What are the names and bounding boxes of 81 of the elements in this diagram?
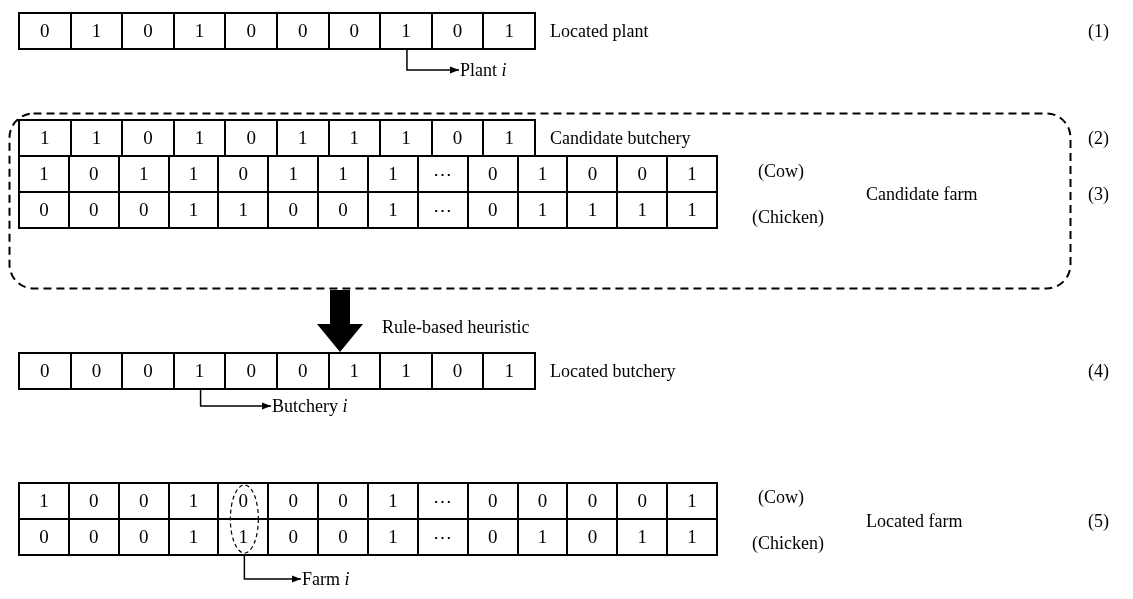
array-cell: ⋯	[418, 520, 469, 554]
array-cell-text: 1	[503, 359, 515, 383]
array-row	[18, 518, 718, 556]
array-cell: 1	[381, 354, 433, 388]
row-caption: (Chicken)	[752, 206, 824, 228]
array-cell: 1	[219, 193, 270, 227]
array-cell: 1	[369, 520, 419, 554]
row-caption: Located plant	[550, 20, 649, 42]
array-cell-text: 1	[686, 525, 698, 549]
array-cell: 0	[20, 193, 70, 227]
array-row	[18, 155, 718, 193]
pointer-arrow	[199, 389, 272, 410]
array-cell: 0	[468, 520, 519, 554]
array-cell-text: 1	[686, 489, 698, 513]
row-caption: (Cow)	[758, 160, 804, 182]
array-cell: 0	[329, 14, 382, 48]
array-cell: 1	[169, 193, 220, 227]
array-cell: 0	[432, 354, 485, 388]
array-cell: 0	[319, 193, 369, 227]
array-row	[18, 482, 718, 520]
array-cell: 0	[123, 14, 175, 48]
array-cell: 0	[71, 354, 124, 388]
array-cell: 1	[518, 193, 569, 227]
array-cell: 0	[69, 520, 120, 554]
array-cell: 1	[369, 193, 419, 227]
array-cell: 0	[20, 520, 70, 554]
pointer-label: Farm i	[302, 568, 350, 590]
pointer-label: Plant i	[460, 59, 507, 81]
array-cell: 1	[219, 520, 270, 554]
array-cell: 0	[20, 14, 72, 48]
array-cell: 1	[518, 520, 569, 554]
array-cell: 1	[329, 354, 382, 388]
row-caption: Candidate farm	[866, 183, 978, 205]
pointer-arrow	[243, 555, 302, 583]
pointer-arrow	[406, 49, 460, 74]
row-caption: (Chicken)	[752, 532, 824, 554]
row-caption: Located butchery	[550, 360, 676, 382]
array-cell: 0	[69, 193, 120, 227]
array-cell: 0	[277, 14, 330, 48]
array-cell: 0	[568, 520, 619, 554]
array-cell: 0	[119, 193, 170, 227]
array-cell: 0	[20, 354, 72, 388]
array-cell: 0	[269, 520, 320, 554]
array-cell: 1	[174, 14, 227, 48]
row-caption: Candidate butchery	[550, 127, 691, 149]
array-cell: 1	[169, 520, 220, 554]
array-cell-text: 1	[503, 19, 515, 43]
array-cell: 0	[277, 354, 330, 388]
edge-label: Rule-based heuristic	[382, 316, 530, 338]
row-caption: (5)	[1088, 510, 1109, 532]
row-caption: Located farm	[866, 510, 963, 532]
row-caption: (4)	[1088, 360, 1109, 382]
array-cell: 0	[226, 14, 278, 48]
array-row	[18, 119, 536, 157]
array-cell-text: 1	[503, 126, 515, 150]
array-cell: 0	[123, 354, 175, 388]
array-cell: 1	[618, 193, 669, 227]
row-caption: (2)	[1088, 127, 1109, 149]
array-row	[18, 12, 536, 50]
array-row	[18, 191, 718, 229]
array-cell: 0	[468, 193, 519, 227]
dashed-group-border	[8, 112, 1072, 290]
row-caption: (Cow)	[758, 486, 804, 508]
array-cell: 0	[226, 354, 278, 388]
array-cell: 0	[119, 520, 170, 554]
array-row	[18, 352, 536, 390]
row-caption: (3)	[1088, 183, 1109, 205]
row-caption: (1)	[1088, 20, 1109, 42]
array-cell: 1	[381, 14, 433, 48]
array-cell: 0	[269, 193, 320, 227]
array-cell: 1	[568, 193, 619, 227]
pointer-label: Butchery i	[272, 395, 348, 417]
array-cell: 1	[71, 14, 124, 48]
array-cell-text: 1	[686, 162, 698, 186]
array-cell: 1	[174, 354, 227, 388]
array-cell: ⋯	[418, 193, 469, 227]
array-cell: 1	[618, 520, 669, 554]
array-cell-text: 1	[686, 198, 698, 222]
block-arrow	[317, 290, 363, 352]
array-cell: 0	[432, 14, 485, 48]
array-cell: 0	[319, 520, 369, 554]
